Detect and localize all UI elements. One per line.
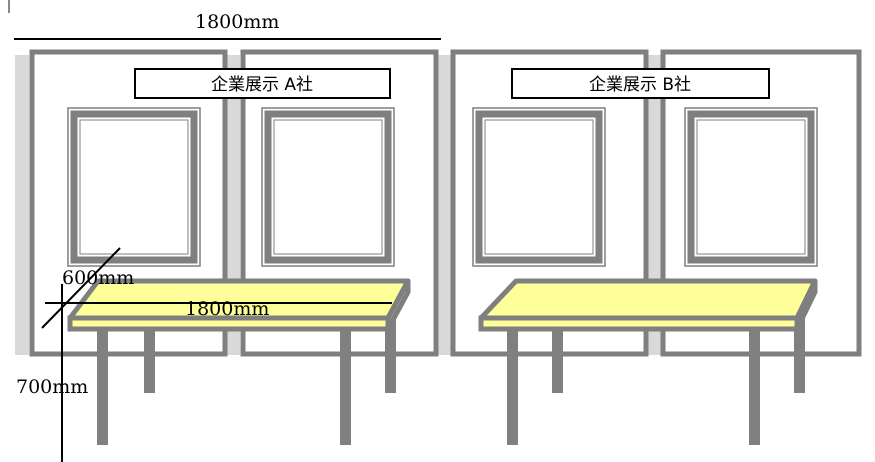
poster-frame (67, 107, 201, 267)
booth-a: 企業展示 A社 (15, 49, 452, 445)
company-sign (134, 68, 391, 99)
table-top (67, 278, 411, 332)
top-dimension: 1800mm (14, 11, 441, 40)
panel-post (438, 55, 452, 355)
table-height-label: 700mm (16, 376, 88, 398)
poster-frame (472, 107, 606, 267)
table-width-label: 1800mm (185, 298, 269, 320)
poster-frame (684, 107, 818, 267)
panel-post (15, 55, 29, 355)
company-sign-label: 企業展示 A社 (211, 75, 313, 95)
table-top (478, 278, 818, 332)
company-sign (511, 68, 770, 99)
table-depth-label: 600mm (62, 267, 134, 289)
table-legs (97, 306, 396, 445)
depth-dimension-line (41, 247, 121, 329)
table-legs (507, 306, 805, 445)
booth-b: 企業展示 B社 (450, 49, 862, 445)
poster-frame (261, 107, 395, 267)
company-sign-label: 企業展示 B社 (589, 75, 691, 95)
top-dimension-label: 1800mm (195, 11, 279, 33)
table-dimensions: 600mm 1800mm 700mm (16, 247, 392, 462)
